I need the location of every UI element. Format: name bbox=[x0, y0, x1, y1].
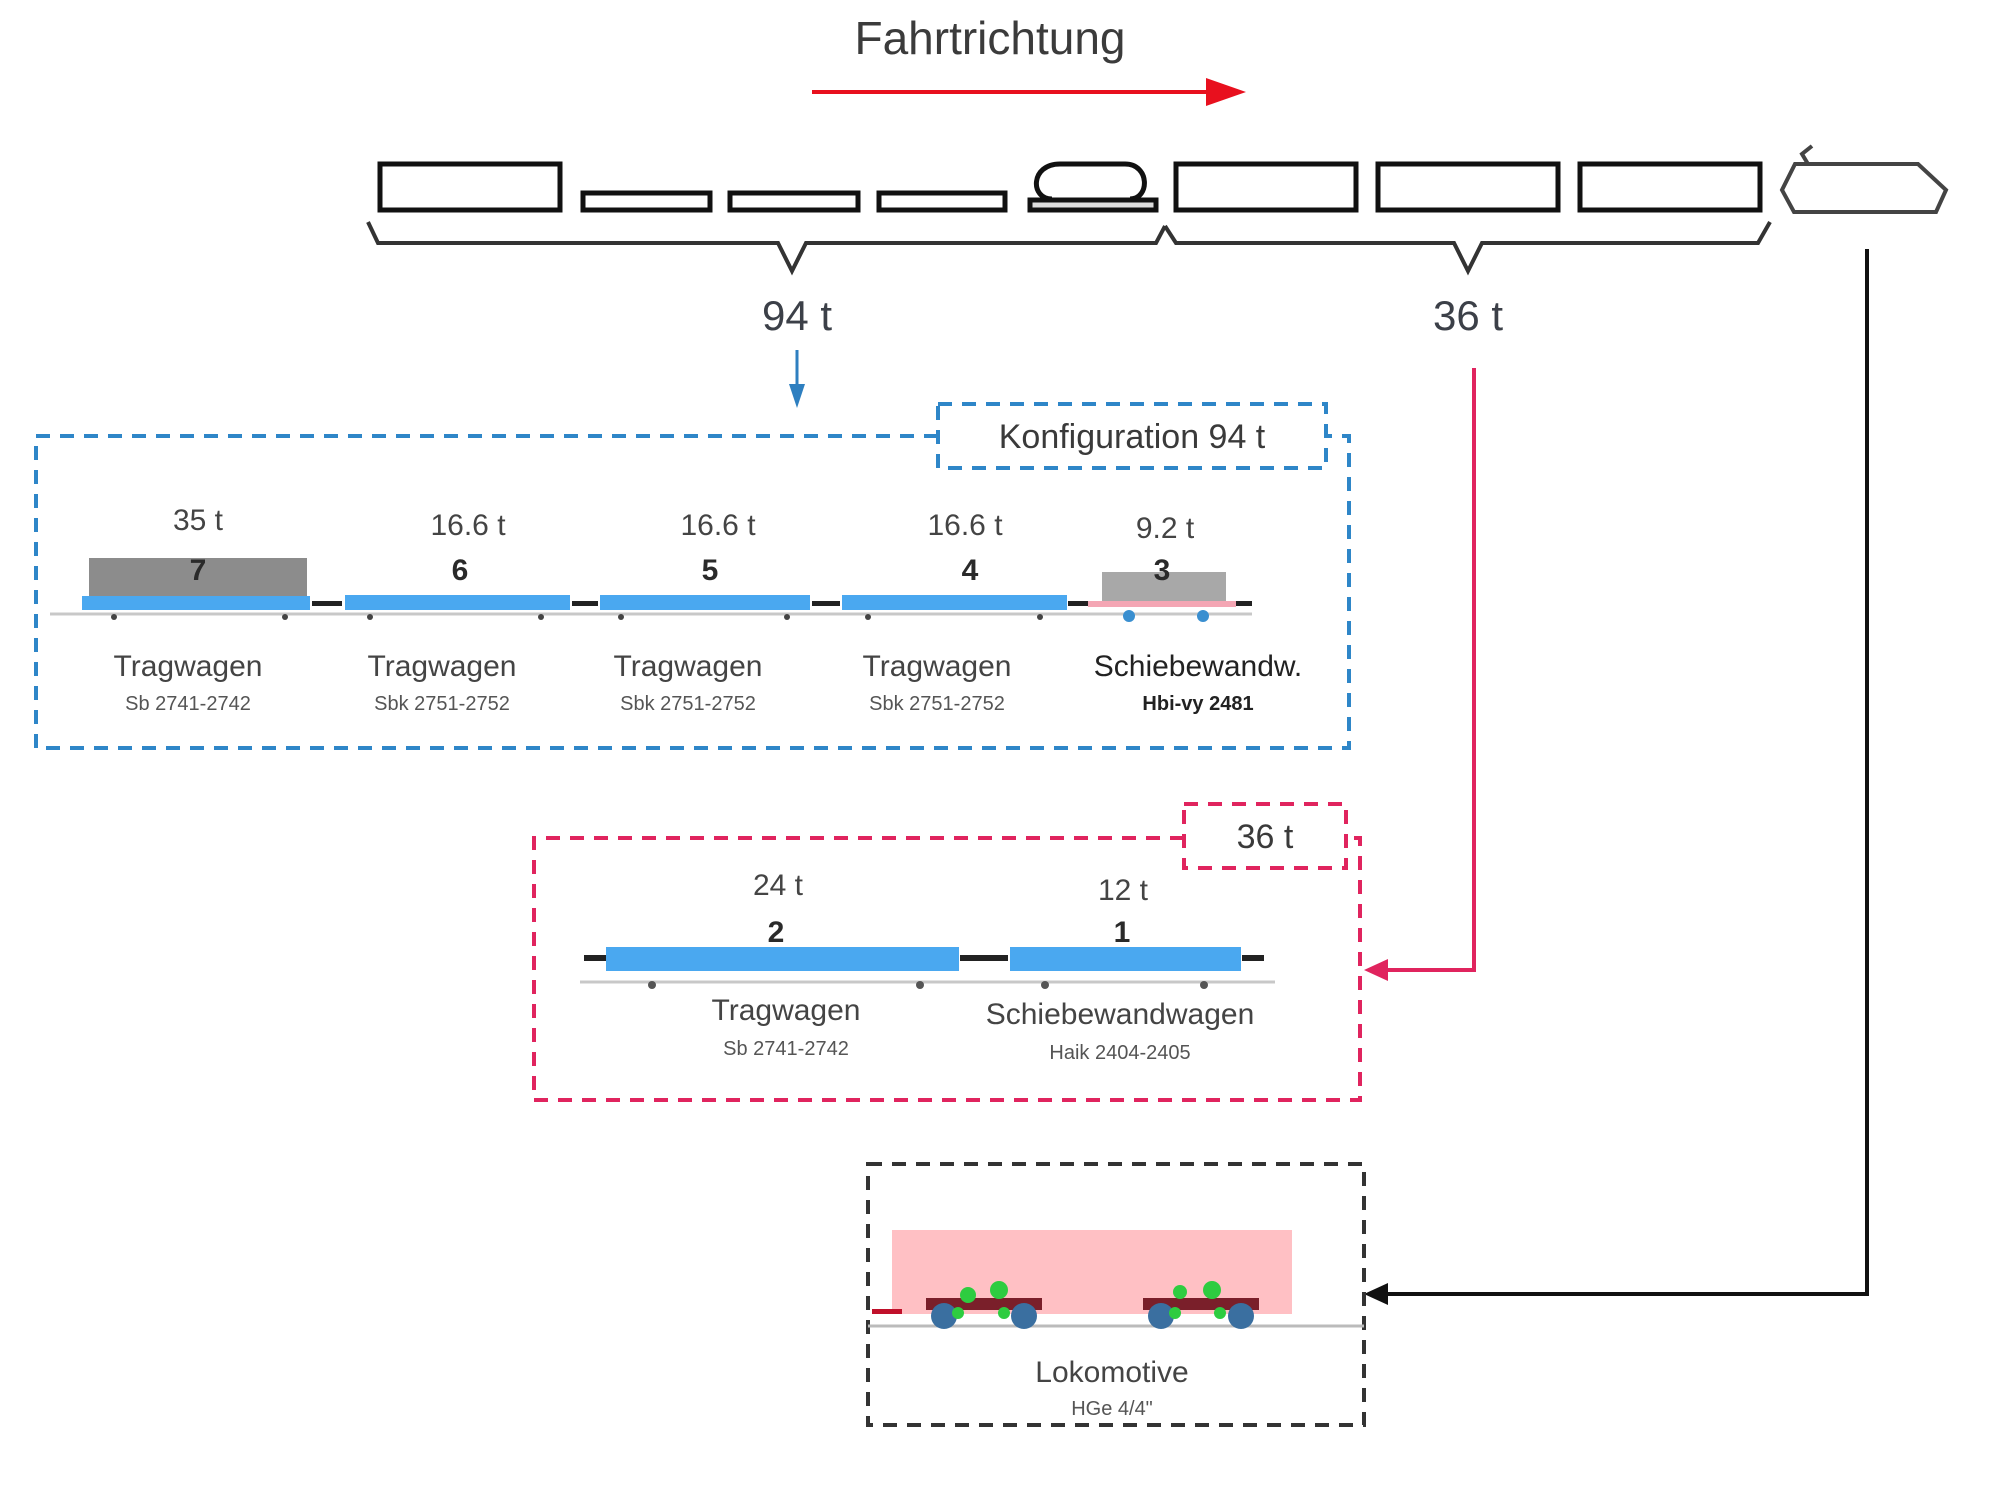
connector-94-arrow bbox=[789, 350, 805, 408]
wagon-7-number: 7 bbox=[190, 554, 207, 587]
group-36-label: 36 t bbox=[1433, 292, 1503, 339]
wagon-4-type: Tragwagen bbox=[863, 650, 1012, 683]
wagon-2-number: 2 bbox=[768, 916, 785, 949]
outline-locomotive bbox=[1779, 144, 1949, 214]
outline-wagon-4 bbox=[876, 190, 1008, 213]
coupler bbox=[960, 955, 1008, 961]
coupler bbox=[812, 601, 840, 606]
direction-title: Fahrtrichtung bbox=[854, 12, 1125, 64]
wagon-5: 16.6 t 5 Tragwagen Sbk 2751-2752 bbox=[600, 509, 810, 715]
wagon-4: 16.6 t 4 Tragwagen Sbk 2751-2752 bbox=[842, 509, 1067, 715]
wagon-7-weight: 35 t bbox=[173, 504, 224, 537]
wagon-2-deck bbox=[606, 947, 959, 971]
wagon-3-weight: 9.2 t bbox=[1136, 512, 1195, 545]
wagon-6-series: Sbk 2751-2752 bbox=[374, 693, 510, 715]
wagon-3-series: Hbi-vy 2481 bbox=[1142, 693, 1253, 715]
wagon-6-type: Tragwagen bbox=[368, 650, 517, 683]
locomotive-drawing bbox=[872, 1230, 1292, 1329]
wagon-2-type: Tragwagen bbox=[712, 994, 861, 1027]
config-94-title: Konfiguration 94 t bbox=[999, 418, 1266, 456]
wagon-1-series: Haik 2404-2405 bbox=[1049, 1042, 1190, 1064]
outline-wagon-2 bbox=[1173, 161, 1359, 213]
wagon-7: 35 t 7 Tragwagen Sb 2741-2742 bbox=[82, 504, 310, 715]
wagon-5-number: 5 bbox=[702, 554, 719, 587]
wagon-7-type: Tragwagen bbox=[114, 650, 263, 683]
wagon-5-weight: 16.6 t bbox=[680, 509, 756, 542]
brace-94t bbox=[366, 221, 1167, 276]
brace-36t bbox=[1163, 221, 1772, 276]
wagon-6-weight: 16.6 t bbox=[430, 509, 506, 542]
outline-wagon-3 bbox=[1027, 161, 1159, 213]
config-94-train: 35 t 7 Tragwagen Sb 2741-2742 16.6 t 6 T… bbox=[50, 504, 1302, 715]
wagon-5-type: Tragwagen bbox=[614, 650, 763, 683]
coupler bbox=[312, 601, 342, 606]
wagon-2-weight: 24 t bbox=[753, 869, 804, 902]
coupler bbox=[1068, 601, 1088, 606]
wagon-5-series: Sbk 2751-2752 bbox=[620, 693, 756, 715]
wagon-3: 9.2 t 3 Schiebewandw. Hbi-vy 2481 bbox=[1088, 512, 1302, 715]
locomotive-box: Lokomotive HGe 4/4" bbox=[866, 1162, 1366, 1427]
wagon-3-type: Schiebewandw. bbox=[1094, 650, 1302, 683]
bogie-front bbox=[926, 1281, 1042, 1329]
wagon-4-series: Sbk 2751-2752 bbox=[869, 693, 1005, 715]
wagon-3-load bbox=[1102, 572, 1226, 602]
outline-wagon-1 bbox=[1375, 161, 1561, 213]
connector-36-arrow bbox=[1364, 368, 1476, 981]
config-36-box: 36 t bbox=[532, 802, 1362, 1102]
wagon-7-load bbox=[89, 558, 307, 598]
wagon-7-deck bbox=[82, 596, 310, 610]
wagon-3-number: 3 bbox=[1154, 554, 1171, 587]
wagon-6-deck bbox=[345, 595, 570, 610]
wagon-4-deck bbox=[842, 595, 1067, 610]
wagon-4-number: 4 bbox=[962, 554, 979, 587]
wagon-1-type: Schiebewandwagen bbox=[986, 998, 1255, 1031]
outline-wagon-6 bbox=[580, 190, 713, 213]
locomotive-series: HGe 4/4" bbox=[1071, 1398, 1153, 1420]
wagon-6-number: 6 bbox=[452, 554, 469, 587]
outline-wagon-extra bbox=[1577, 161, 1763, 213]
config-36-train: 24 t 2 Tragwagen Sb 2741-2742 12 t 1 Sch… bbox=[580, 869, 1275, 1064]
bogie-rear bbox=[1143, 1281, 1259, 1329]
train-outline bbox=[377, 144, 1949, 214]
coupler bbox=[572, 601, 598, 606]
outline-wagon-5 bbox=[727, 190, 861, 213]
direction-arrow bbox=[812, 78, 1246, 106]
wagon-2: 24 t 2 Tragwagen Sb 2741-2742 bbox=[606, 869, 959, 1060]
wagon-2-series: Sb 2741-2742 bbox=[723, 1038, 849, 1060]
wagon-1-number: 1 bbox=[1114, 916, 1131, 949]
group-94-label: 94 t bbox=[762, 292, 832, 339]
wagon-4-weight: 16.6 t bbox=[927, 509, 1003, 542]
locomotive-type: Lokomotive bbox=[1035, 1356, 1188, 1389]
config-36-title: 36 t bbox=[1237, 818, 1294, 856]
wagon-1: 12 t 1 Schiebewandwagen Haik 2404-2405 bbox=[986, 874, 1264, 1064]
wagon-7-series: Sb 2741-2742 bbox=[125, 693, 251, 715]
outline-wagon-7 bbox=[377, 161, 563, 213]
config-94-box: Konfiguration 94 t bbox=[34, 402, 1351, 750]
wagon-1-weight: 12 t bbox=[1098, 874, 1149, 907]
connector-loco-arrow bbox=[1364, 249, 1869, 1305]
wagon-3-deck bbox=[1088, 601, 1236, 607]
wagon-1-deck bbox=[1010, 947, 1241, 971]
wagon-5-deck bbox=[600, 595, 810, 610]
wagon-6: 16.6 t 6 Tragwagen Sbk 2751-2752 bbox=[345, 509, 570, 715]
